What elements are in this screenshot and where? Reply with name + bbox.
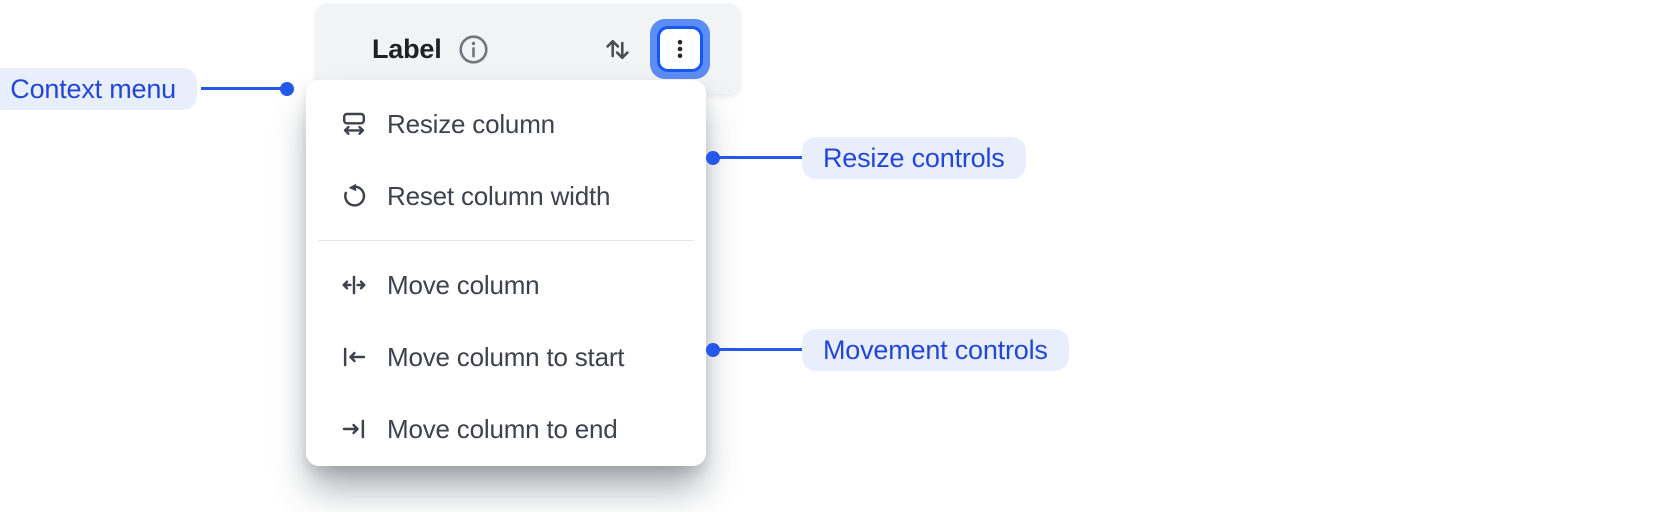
info-icon[interactable] — [457, 33, 490, 66]
callout-line-movement-controls — [713, 348, 802, 351]
move-column-icon — [340, 271, 368, 299]
column-header-label: Label — [372, 33, 442, 64]
callout-dot-movement-controls — [706, 343, 720, 357]
menu-item-move-column-to-start[interactable]: Move column to start — [306, 321, 706, 393]
move-column-to-start-icon — [340, 343, 368, 371]
menu-item-reset-column-width[interactable]: Reset column width — [306, 160, 706, 232]
callout-label: Context menu — [10, 73, 176, 104]
menu-item-move-column-to-end[interactable]: Move column to end — [306, 393, 706, 465]
callout-label: Movement controls — [823, 334, 1048, 365]
callout-label: Resize controls — [823, 142, 1005, 173]
callout-context-menu: Context menu — [0, 68, 197, 110]
callout-resize-controls: Resize controls — [802, 137, 1026, 179]
column-header: Label — [316, 4, 740, 94]
sort-icon[interactable] — [602, 34, 633, 65]
menu-item-label: Move column to end — [387, 413, 618, 444]
callout-dot-resize-controls — [706, 151, 720, 165]
callout-dot-context-menu — [280, 82, 294, 96]
callout-line-resize-controls — [713, 156, 802, 159]
menu-item-label: Reset column width — [387, 180, 611, 211]
menu-divider — [318, 240, 694, 241]
menu-item-label: Move column to start — [387, 341, 625, 372]
menu-item-label: Resize column — [387, 108, 555, 139]
menu-item-label: Move column — [387, 269, 540, 300]
kebab-menu-button[interactable] — [650, 19, 710, 79]
kebab-icon — [657, 26, 703, 72]
menu-item-resize-column[interactable]: Resize column — [306, 88, 706, 160]
reset-column-width-icon — [340, 182, 368, 210]
resize-column-icon — [340, 110, 368, 138]
move-column-to-end-icon — [340, 415, 368, 443]
context-menu: Resize column Reset column width Move co… — [306, 80, 706, 466]
callout-line-context-menu — [201, 87, 287, 90]
menu-item-move-column[interactable]: Move column — [306, 249, 706, 321]
callout-movement-controls: Movement controls — [802, 329, 1069, 371]
